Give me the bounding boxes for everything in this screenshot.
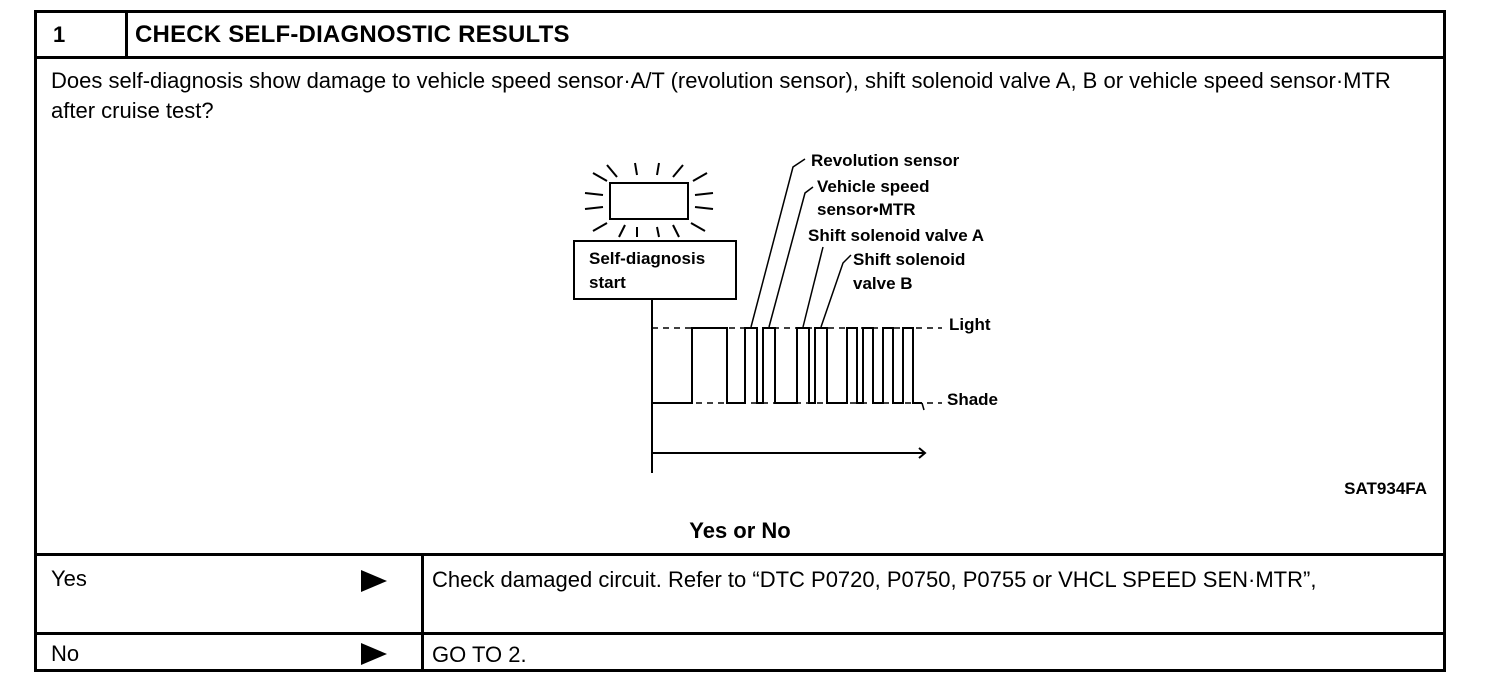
answer-row-no: No GO TO 2. bbox=[37, 632, 1443, 672]
self-diagnosis-start-box bbox=[573, 240, 737, 300]
diagnosis-waveform bbox=[652, 327, 922, 404]
answer-text-no: GO TO 2. bbox=[432, 642, 527, 667]
shift-valve-b-label-2: valve B bbox=[853, 274, 913, 293]
row-divider bbox=[421, 635, 424, 672]
step-header: 1 CHECK SELF-DIAGNOSTIC RESULTS bbox=[37, 13, 1443, 59]
answer-row-yes: Yes Check damaged circuit. Refer to “DTC… bbox=[37, 553, 1443, 632]
shade-label: Shade bbox=[947, 390, 998, 409]
shift-valve-a-label: Shift solenoid valve A bbox=[808, 226, 984, 245]
arrow-right-icon bbox=[361, 643, 387, 665]
step-title: CHECK SELF-DIAGNOSTIC RESULTS bbox=[135, 21, 570, 48]
step-number: 1 bbox=[37, 13, 128, 56]
self-diagnosis-label-1: Self-diagnosis bbox=[589, 249, 705, 268]
vehicle-speed-label-1: Vehicle speed bbox=[817, 177, 929, 196]
revolution-sensor-label: Revolution sensor bbox=[811, 151, 960, 170]
diagnostic-question: Does self-diagnosis show damage to vehic… bbox=[51, 68, 1391, 123]
self-diagnosis-label-2: start bbox=[589, 273, 626, 292]
diagnostic-table: 1 CHECK SELF-DIAGNOSTIC RESULTS Does sel… bbox=[34, 10, 1446, 672]
answer-text-yes: Check damaged circuit. Refer to “DTC P07… bbox=[432, 567, 1317, 592]
arrow-right-icon bbox=[361, 570, 387, 592]
shift-valve-b-label-1: Shift solenoid bbox=[853, 250, 965, 269]
vehicle-speed-label-2: sensor•MTR bbox=[817, 200, 916, 219]
light-label: Light bbox=[949, 315, 991, 334]
self-diagnosis-figure: Self-diagnosis start Revolution sensor V… bbox=[573, 151, 998, 473]
answer-label-yes: Yes bbox=[51, 566, 87, 591]
answer-label-no: No bbox=[51, 641, 80, 666]
figure-code: SAT934FA bbox=[1344, 479, 1427, 498]
yes-or-no-heading: Yes or No bbox=[689, 518, 791, 543]
row-divider bbox=[421, 556, 424, 632]
blinking-lamp-icon bbox=[584, 162, 714, 238]
